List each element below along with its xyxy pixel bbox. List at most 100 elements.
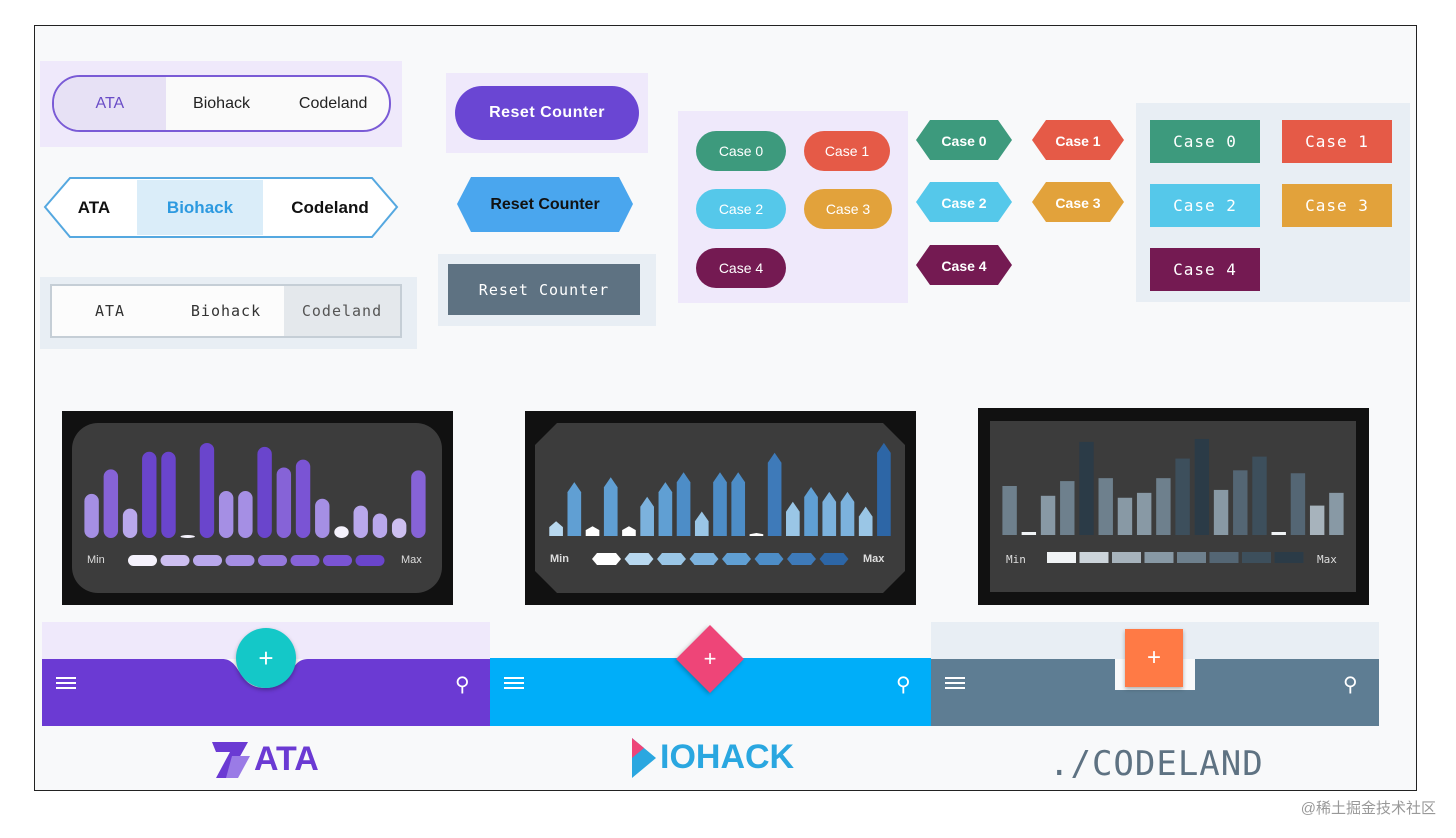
legend-swatch: [787, 553, 816, 565]
case-2-button[interactable]: Case 2: [696, 189, 786, 229]
reset-counter-button[interactable]: Reset Counter: [448, 264, 640, 315]
case-0-label: Case 0: [1173, 132, 1237, 151]
ata-menu-button[interactable]: [56, 674, 76, 692]
visualizer-bar: [713, 472, 727, 536]
case-2-label: Case 2: [718, 201, 764, 217]
legend-swatch: [1144, 552, 1174, 563]
case-3-button[interactable]: Case 3: [804, 189, 892, 229]
codeland-logo: ./CODELAND: [1049, 744, 1264, 784]
biohack-logo: IOHACK: [660, 738, 795, 776]
visualizer-bar: [840, 491, 855, 536]
segment-biohack[interactable]: Biohack: [166, 197, 234, 217]
ata-fab[interactable]: +: [236, 628, 296, 688]
case-4-button[interactable]: Case 4: [1150, 248, 1260, 291]
ata-segmented-control[interactable]: ATA Biohack Codeland: [52, 75, 391, 132]
visualizer-bar: [804, 487, 818, 536]
legend-swatch: [323, 555, 352, 566]
ata-bars: [84, 442, 426, 566]
case-0-button[interactable]: Case 0: [1150, 120, 1260, 163]
biohack-search-button[interactable]: ⚲: [896, 672, 911, 697]
codeland-segmented-control[interactable]: ATA Biohack Codeland: [50, 284, 402, 338]
codeland-fab[interactable]: +: [1125, 629, 1183, 687]
visualizer-bar: [1060, 481, 1075, 535]
visualizer-bar: [877, 442, 891, 536]
visualizer-bar: [1117, 497, 1133, 535]
visualizer-bar: [1194, 438, 1210, 535]
segment-codeland[interactable]: Codeland: [298, 94, 368, 112]
legend-swatch: [1047, 552, 1076, 563]
case-2-label: Case 2: [1173, 196, 1237, 215]
reset-counter-button[interactable]: Reset Counter: [455, 86, 639, 140]
visualizer-bar: [391, 518, 407, 538]
visualizer-bar: [1290, 473, 1306, 535]
visualizer-bar: [1021, 532, 1037, 535]
visualizer-bar: [858, 506, 873, 536]
visualizer-bar: [372, 513, 388, 538]
codeland-search-button[interactable]: ⚲: [1343, 672, 1358, 697]
segment-codeland[interactable]: Codeland: [291, 197, 369, 217]
biohack-fab[interactable]: +: [686, 635, 734, 683]
legend-swatch: [355, 555, 385, 566]
codeland-bars: [1002, 438, 1344, 563]
case-4-button[interactable]: Case 4: [941, 258, 987, 274]
menu-icon: [945, 677, 965, 689]
visualizer-bar: [1002, 486, 1017, 535]
case-3-button[interactable]: Case 3: [1282, 184, 1392, 227]
visualizer-bar: [161, 451, 176, 538]
biohack-segmented-control[interactable]: [40, 176, 402, 239]
visualizer-bar: [1098, 478, 1113, 535]
visualizer-bar: [1040, 495, 1056, 535]
visualizer-bar: [676, 472, 691, 536]
codeland-visualizer: Min Max: [978, 408, 1369, 605]
visualizer-bar: [658, 482, 673, 536]
case-0-button[interactable]: Case 0: [941, 133, 987, 149]
legend-swatch: [160, 555, 190, 566]
case-4-button[interactable]: Case 4: [696, 248, 786, 288]
legend-swatch: [722, 553, 751, 565]
segment-ata[interactable]: ATA: [77, 197, 111, 217]
case-3-label: Case 3: [1305, 196, 1369, 215]
legend-swatch: [1112, 552, 1141, 563]
search-icon: ⚲: [455, 674, 470, 696]
case-1-button[interactable]: Case 1: [1055, 133, 1101, 149]
visualizer-bar: [1156, 478, 1171, 535]
visualizer-bar: [549, 521, 563, 536]
visualizer-bar: [411, 470, 426, 538]
segment-ata[interactable]: ATA: [94, 302, 126, 320]
ata-search-button[interactable]: ⚲: [455, 672, 470, 697]
biohack-logo-mark: [632, 738, 656, 778]
max-label: Max: [401, 554, 422, 566]
segment-biohack[interactable]: Biohack: [193, 94, 250, 112]
ata-bottom-appbar: [42, 659, 490, 726]
biohack-menu-button[interactable]: [504, 674, 524, 692]
max-label: Max: [1317, 553, 1337, 566]
reset-counter-button[interactable]: Reset Counter: [490, 195, 600, 213]
min-label: Min: [87, 554, 105, 566]
visualizer-bar: [640, 496, 654, 536]
visualizer-bar: [731, 472, 746, 536]
visualizer-bar: [822, 491, 837, 536]
segment-ata[interactable]: ATA: [54, 77, 166, 130]
search-icon: ⚲: [1343, 674, 1358, 696]
case-0-button[interactable]: Case 0: [696, 131, 786, 171]
case-3-button[interactable]: Case 3: [1055, 195, 1101, 211]
legend-swatch: [128, 555, 157, 566]
visualizer-bar: [180, 535, 195, 538]
case-2-button[interactable]: Case 2: [941, 195, 987, 211]
biohack-bars: [549, 442, 891, 565]
visualizer-bar: [1175, 458, 1190, 535]
visualizer-bar: [1271, 532, 1286, 535]
plus-icon: +: [1146, 644, 1161, 671]
visualizer-bar: [315, 498, 330, 538]
visualizer-bar: [142, 451, 157, 538]
visualizer-bar: [694, 511, 709, 536]
segment-codeland[interactable]: Codeland: [284, 286, 400, 336]
visualizer-bar: [353, 505, 368, 538]
case-1-button[interactable]: Case 1: [804, 131, 890, 171]
codeland-menu-button[interactable]: [945, 674, 965, 692]
visualizer-bar: [1309, 505, 1325, 535]
legend-swatch: [657, 553, 686, 565]
segment-biohack[interactable]: Biohack: [190, 302, 262, 320]
case-1-button[interactable]: Case 1: [1282, 120, 1392, 163]
case-2-button[interactable]: Case 2: [1150, 184, 1260, 227]
